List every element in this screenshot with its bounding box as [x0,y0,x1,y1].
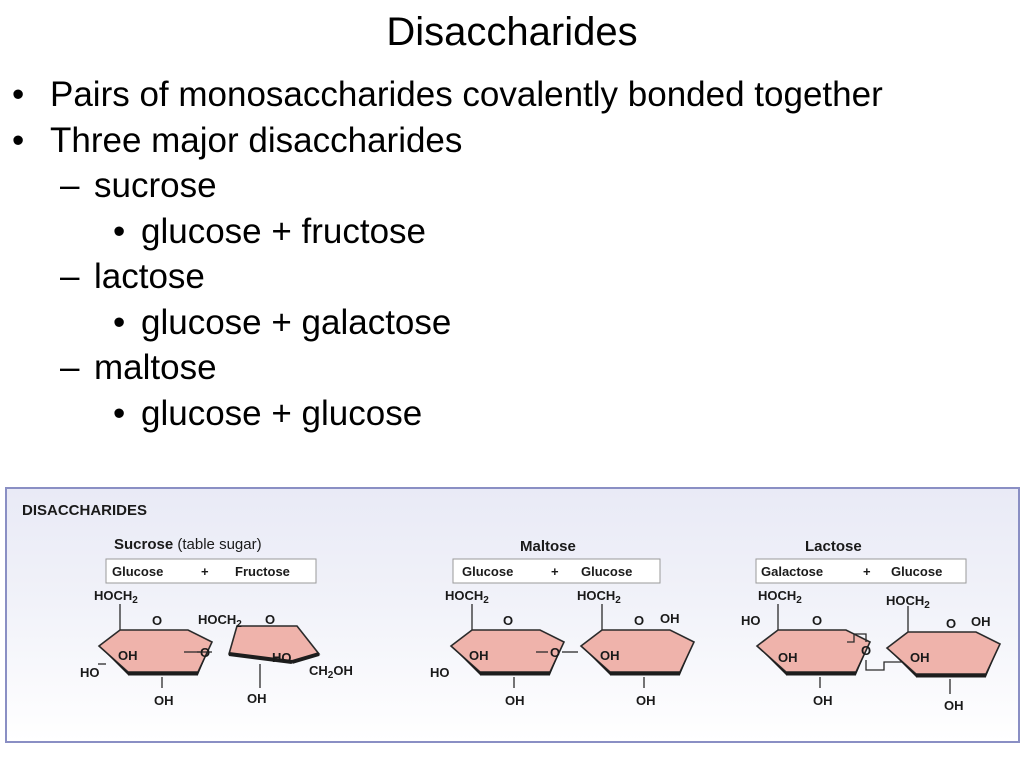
galactose-ring [755,628,872,677]
bullet-three-major: • Three major disaccharides [12,118,463,164]
oh-label: OH [600,648,620,663]
bullet-mark: • [113,302,126,342]
ch2oh-label: CH2OH [309,663,353,681]
bullet-mark: • [113,211,126,251]
bullet-mark: • [12,120,25,160]
oh-label: OH [813,693,833,708]
maltose-unit2: Glucose [581,564,632,579]
hoch2-label: HOCH2 [198,612,242,630]
oh-label: OH [247,691,267,706]
bullet-text: Three major disaccharides [50,120,463,160]
lactose-panel: Lactose Galactose + Glucose HOCH2 O HO O… [741,538,1002,713]
oh-label: OH [971,614,991,629]
detail-lactose: • glucose + galactose [113,300,451,346]
ho-label: HO [741,613,761,628]
lactose-title: Lactose [805,538,862,555]
detail-sucrose: • glucose + fructose [113,209,426,255]
maltose-unit1: Glucose [462,564,513,579]
bullet-pairs: • Pairs of monosaccharides covalently bo… [12,72,883,118]
bullet-mark: • [113,393,126,433]
dash-mark: – [60,348,80,387]
hoch2-label: HOCH2 [758,588,802,606]
oh-label: OH [636,693,656,708]
sucrose-unit1: Glucose [112,564,163,579]
ho-label: HO [80,665,100,680]
item-name: sucrose [94,166,217,205]
detail-text: glucose + fructose [141,211,427,251]
ho-label: HO [272,650,292,665]
glucose-ring [579,628,696,677]
dash-mark: – [60,166,80,205]
bullet-mark: • [12,75,25,114]
lactose-plus: + [863,564,871,579]
item-name: maltose [94,348,217,387]
detail-maltose: • glucose + glucose [113,391,422,437]
disaccharides-figure: DISACCHARIDES Sucrose (table sugar) Gluc… [5,487,1020,743]
oh-label: OH [118,648,138,663]
oh-label: OH [505,693,525,708]
bullet-text: Pairs of monosaccharides covalently bond… [50,75,883,114]
glycosidic-oxygen: O [200,645,210,660]
oh-label: OH [469,648,489,663]
detail-text: glucose + galactose [141,302,452,342]
lactose-unit1: Galactose [761,564,823,579]
ring-oxygen: O [812,613,822,628]
hoch2-label: HOCH2 [445,588,489,606]
oh-label: OH [944,698,964,713]
ring-oxygen: O [152,613,162,628]
hoch2-label: HOCH2 [886,593,930,611]
oh-label: OH [660,611,680,626]
maltose-panel: Maltose Glucose + Glucose HOCH2 O OH HO … [430,538,696,708]
detail-text: glucose + glucose [141,393,423,433]
ring-oxygen: O [946,616,956,631]
sucrose-title: Sucrose (table sugar) [114,536,262,553]
maltose-plus: + [551,564,559,579]
ring-oxygen: O [265,612,275,627]
glycosidic-oxygen: O [550,645,560,660]
item-sucrose: – sucrose [60,163,217,209]
maltose-units-box [452,558,661,584]
glycosidic-oxygen: O [861,643,871,658]
lactose-units-box [755,558,967,584]
lactose-unit2: Glucose [891,564,942,579]
structure-diagram: DISACCHARIDES Sucrose (table sugar) Gluc… [22,502,1002,713]
oh-label: OH [154,693,174,708]
maltose-title: Maltose [520,538,576,555]
slide-title: Disaccharides [386,10,638,54]
oh-label: OH [910,650,930,665]
ring-oxygen: O [634,613,644,628]
dash-mark: – [60,257,80,296]
oh-label: OH [778,650,798,665]
sucrose-plus: + [201,564,209,579]
item-maltose: – maltose [60,345,217,391]
item-name: lactose [94,257,205,296]
hoch2-label: HOCH2 [577,588,621,606]
item-lactose: – lactose [60,254,205,300]
figure-heading: DISACCHARIDES [22,502,147,519]
sucrose-panel: Sucrose (table sugar) Glucose + Fructose… [80,536,353,708]
ring-oxygen: O [503,613,513,628]
hoch2-label: HOCH2 [94,588,138,606]
ho-label: HO [430,665,450,680]
sucrose-units-box [105,558,317,584]
sucrose-unit2: Fructose [235,564,290,579]
glucose-ring [885,630,1002,679]
